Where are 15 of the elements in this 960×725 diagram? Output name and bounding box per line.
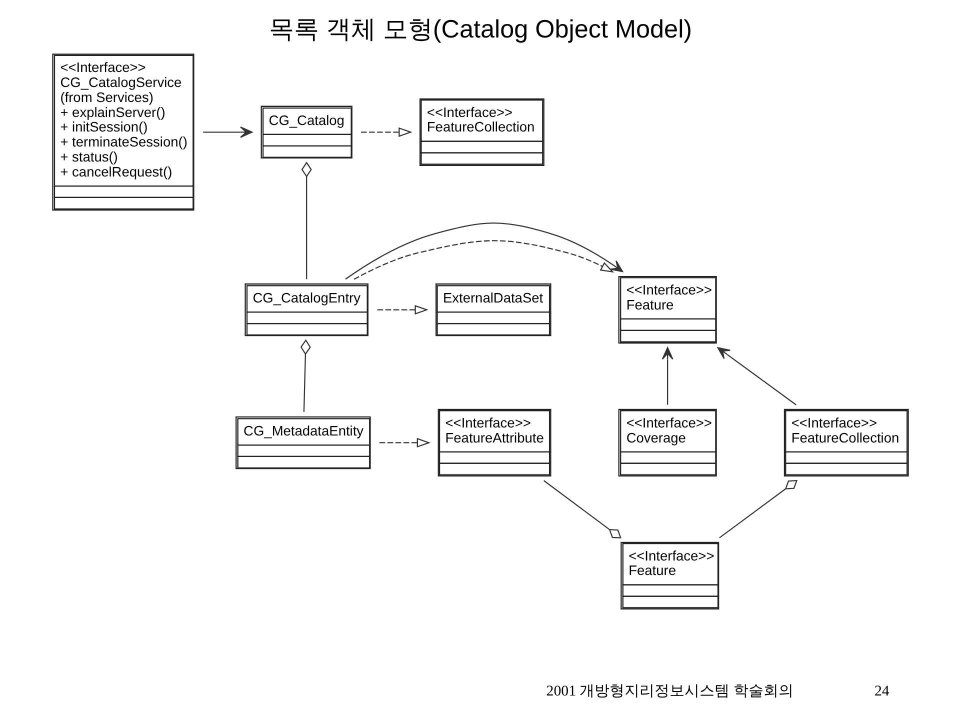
- arrow: [716, 347, 796, 406]
- connector: [300, 162, 312, 280]
- arrow: [661, 347, 673, 405]
- arrow: [353, 240, 614, 280]
- arrow: [202, 126, 252, 138]
- connector: [300, 339, 310, 412]
- arrow: [376, 304, 428, 315]
- connector: [718, 480, 798, 538]
- connector: [543, 480, 621, 538]
- arrow: [360, 127, 412, 137]
- label: 2001 개방형지리정보시스템 학술회의: [546, 683, 793, 700]
- arrow: [378, 438, 430, 448]
- diagram-title: 목록 객체 모형(Catalog Object Model): [268, 16, 692, 44]
- arrow: [344, 222, 623, 280]
- label: 24: [874, 683, 889, 700]
